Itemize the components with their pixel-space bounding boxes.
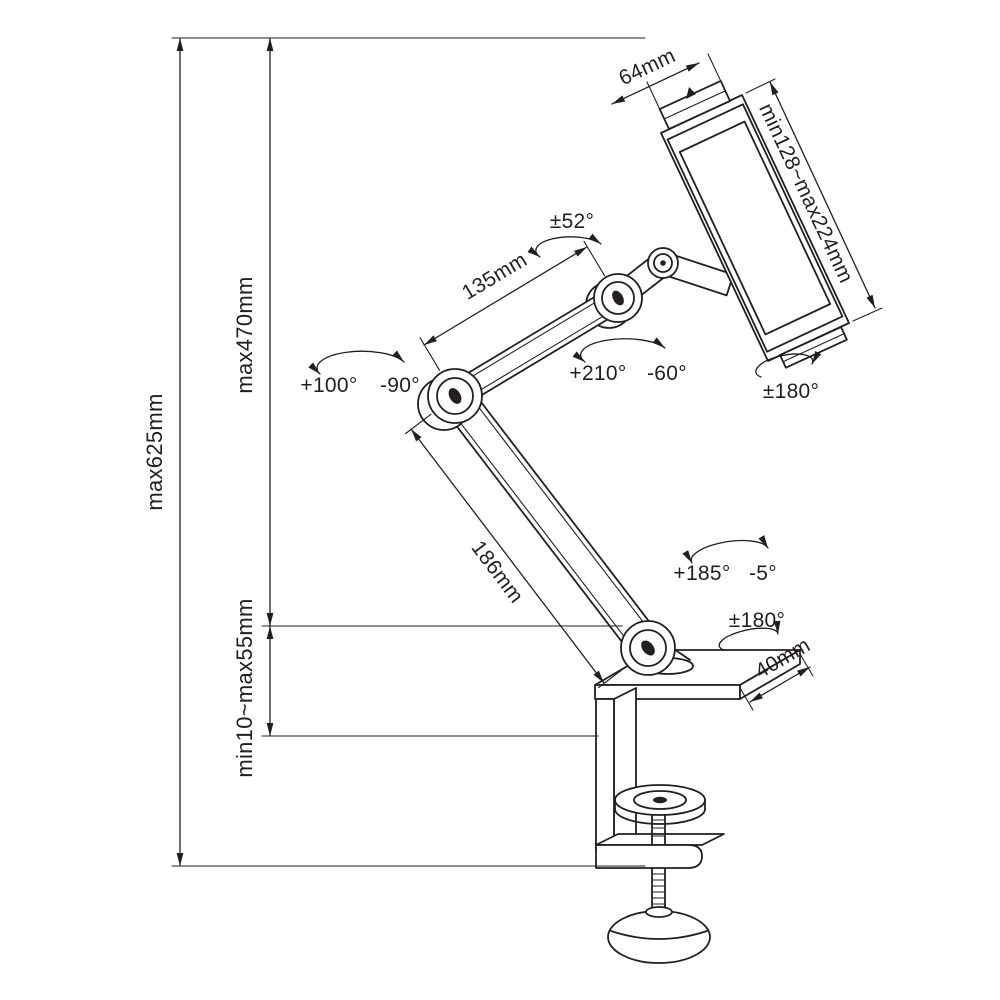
holder-rotation-label: ±180°: [763, 380, 819, 403]
clamp-column-side: [613, 687, 637, 853]
tilt-pivot-cap: [647, 247, 679, 279]
lower-arm: [440, 384, 663, 660]
base-swivel-pos-label: +185°: [673, 562, 730, 585]
rotation-arrows: [308, 233, 822, 651]
clamp-knob: [607, 906, 711, 964]
holder-rotation-loop: [755, 350, 822, 378]
clamp-depth-label: 40mm: [751, 634, 814, 684]
dim-holder-jaw-width: [611, 53, 722, 110]
tilt-arc: [527, 233, 602, 258]
overall-height-label: max625mm: [142, 393, 167, 510]
holder-frame-inner: [666, 103, 844, 353]
upper-joint-hole: [612, 290, 624, 306]
desk-clamp: [594, 649, 801, 964]
elbow-swivel-arc: [308, 350, 405, 375]
clamp-pressure-pad: [614, 784, 706, 825]
elbow-swivel-pos-label: +100°: [300, 374, 357, 397]
midjoint-swivel-arc: [572, 337, 666, 363]
base-hinge-arc: [682, 535, 769, 564]
lower-arm-length-label: 186mm: [466, 537, 527, 608]
dim-holder-extension: [745, 78, 883, 322]
base-rotation-label: ±180°: [729, 609, 785, 632]
dim-clamp-depth: [739, 653, 814, 711]
elbow-swivel-neg-label: -90°: [380, 374, 420, 397]
clamp-column-front: [595, 698, 615, 853]
midjoint-swivel-neg-label: -60°: [647, 362, 687, 385]
base-joint: [620, 620, 676, 676]
dim-lower-arm-length: [405, 413, 625, 689]
clamp-screw-lower: [651, 867, 666, 914]
base-rotation-loop: [718, 620, 781, 651]
clamp-jaw-front: [595, 844, 703, 869]
base-swivel-neg-label: -5°: [749, 562, 777, 585]
midjoint-swivel-pos-label: +210°: [569, 362, 626, 385]
arm-reach-height-label: max470mm: [232, 276, 257, 393]
elbow-joint-hole: [448, 388, 462, 404]
lower-arm-body: [440, 384, 663, 660]
elbow-joint: [427, 368, 483, 424]
linear-dimensions: [171, 37, 883, 867]
base-joint-hole: [641, 640, 655, 656]
clamp-screw-upper: [651, 811, 666, 845]
holder-tilt-label: ±52°: [550, 210, 594, 233]
upper-arm-length-label: 135mm: [458, 248, 531, 305]
clamp-thickness-label: min10~max55mm: [232, 598, 257, 777]
upper-joint: [593, 273, 643, 323]
pad-center-hole: [653, 796, 667, 804]
